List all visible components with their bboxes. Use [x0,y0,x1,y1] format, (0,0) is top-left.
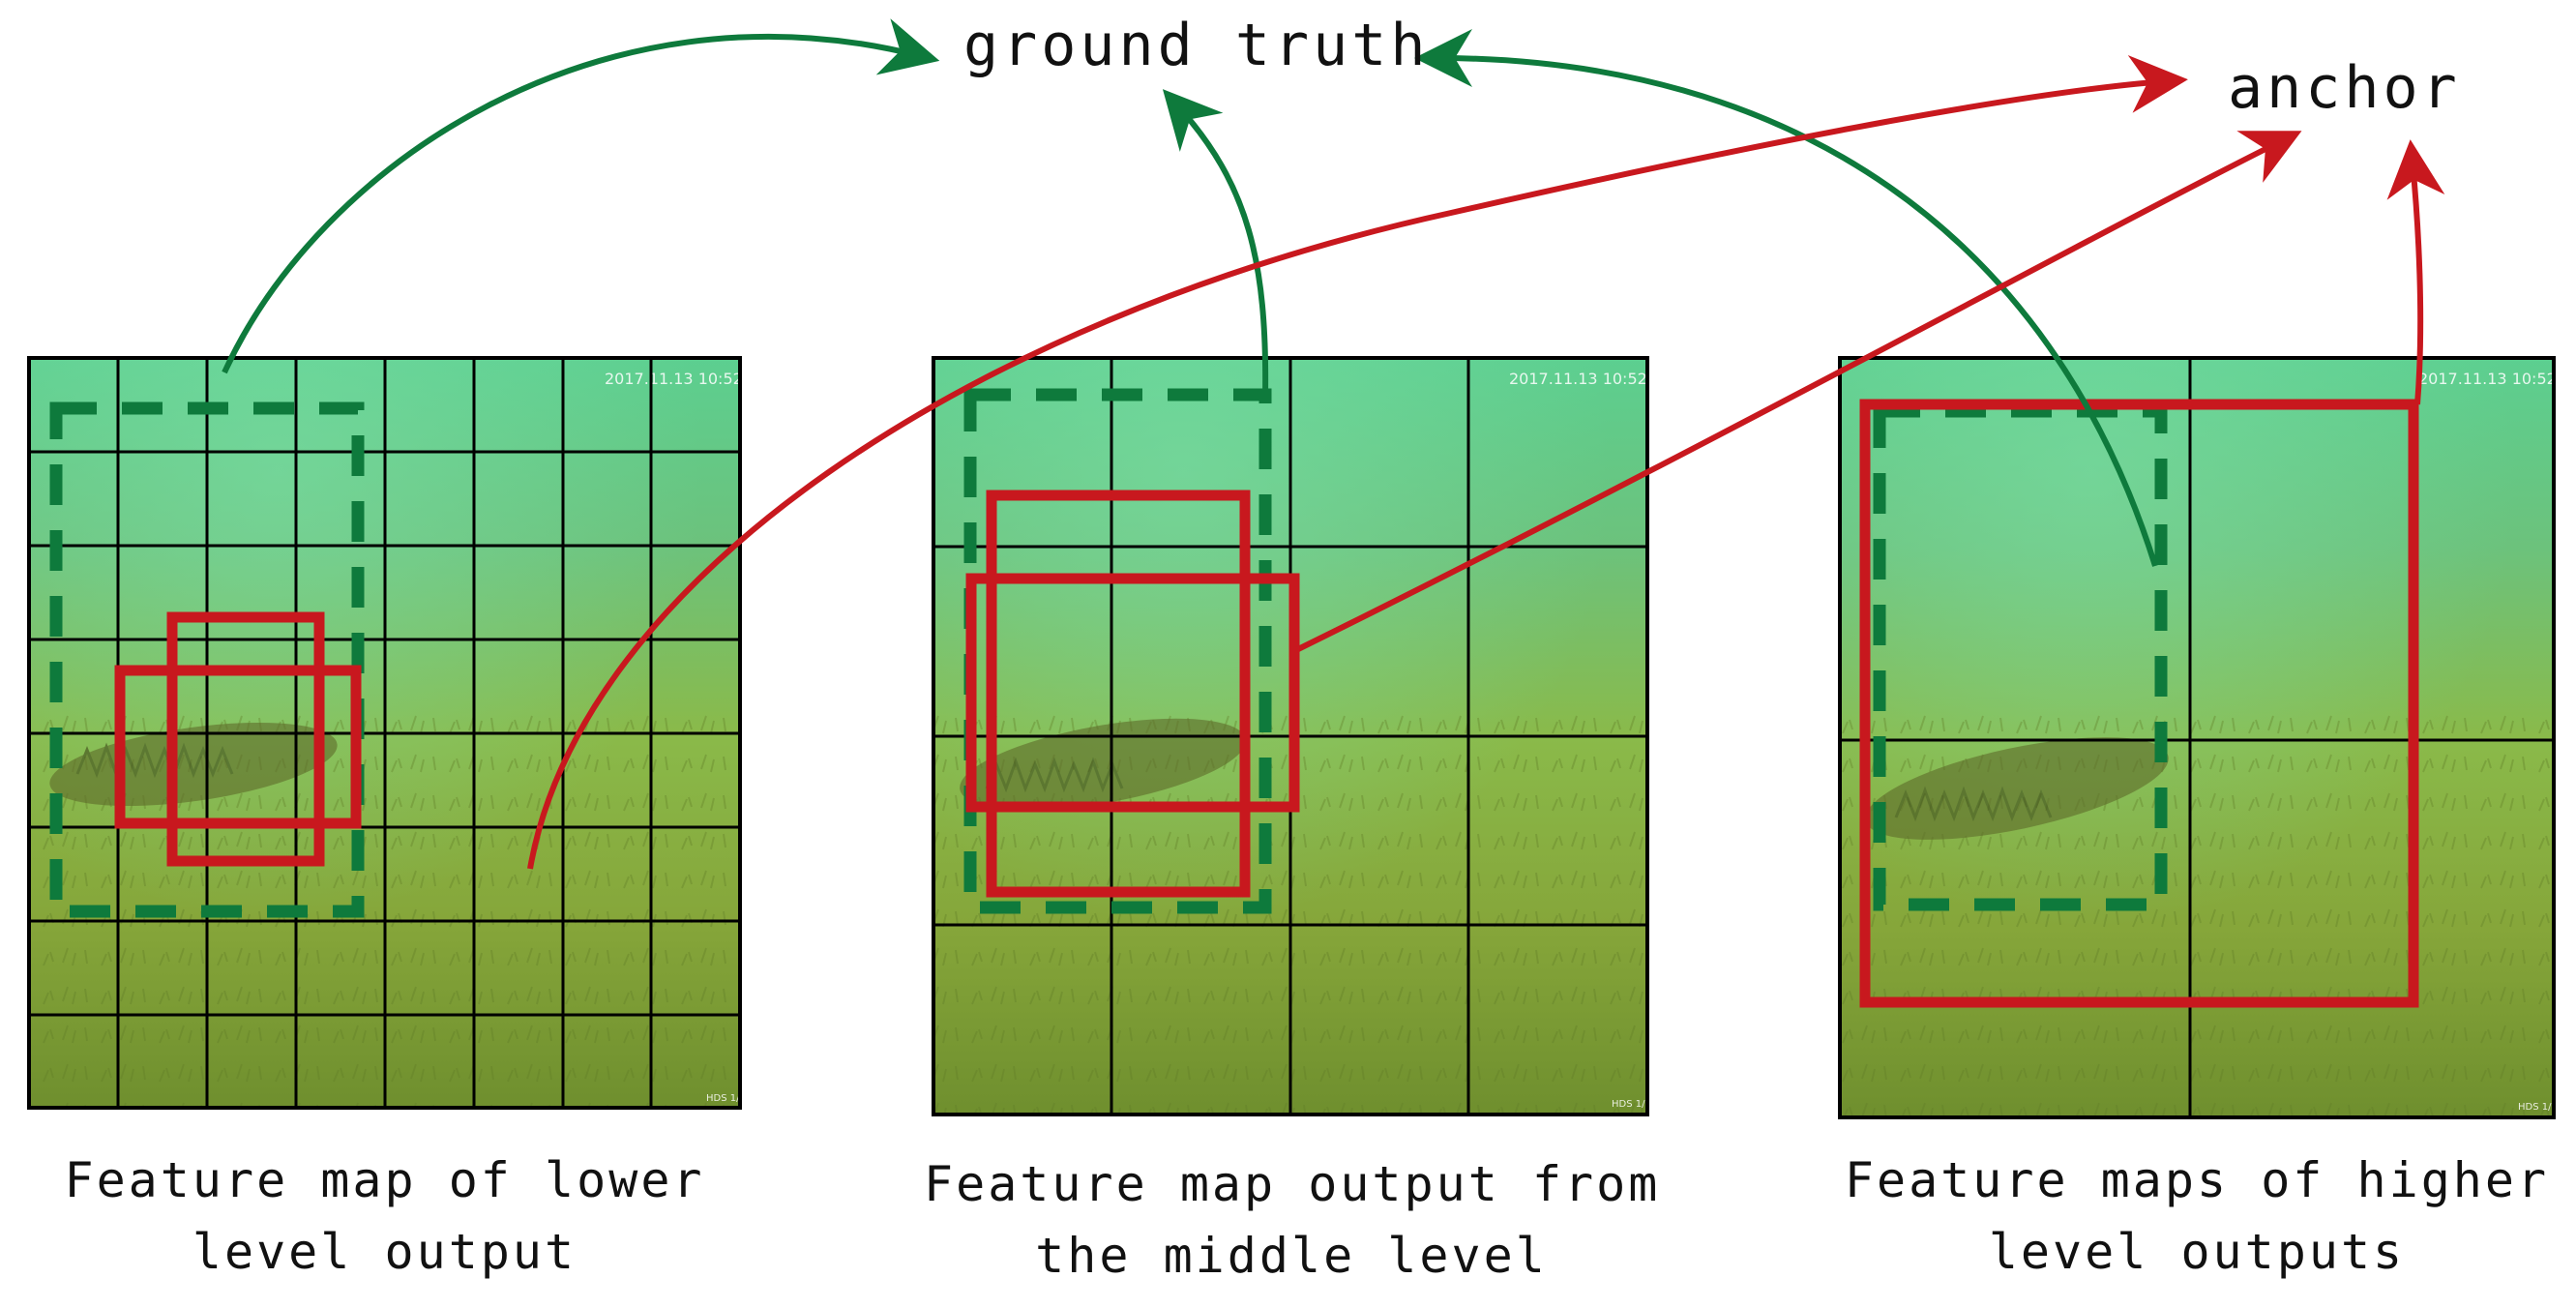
grid-2x2 [1840,358,2554,1117]
sea-cucumber [1865,737,2169,840]
ground-truth-arrows [222,18,2158,567]
panel-border [932,356,1649,1116]
caption-line-2: level output [192,1224,577,1280]
caption-line-1: Feature maps of higher [1844,1152,2550,1208]
caption-middle-level: Feature map output from the middle level [924,1148,1659,1292]
ground-truth-label: ground truth [963,12,1430,79]
watermark-text: HDS 1/1 [1612,1099,1651,1110]
ground-truth-box [49,401,365,918]
caption-lower-level: Feature map of lower level output [29,1144,740,1288]
anchor-box-wide [114,665,362,829]
watermark-text: HDS 1/1 [706,1093,746,1104]
caption-line-2: the middle level [1035,1228,1548,1284]
arrow-lower-to-anchor [527,54,2188,870]
arrow-higher-to-ground-truth [1414,29,2158,567]
ground-truth-box [963,388,1272,914]
anchor-label: anchor [2228,54,2461,122]
arrow-higher-to-anchor [2386,139,2445,405]
anchor-box-tall [986,490,1251,898]
caption-line-1: Feature map output from [924,1156,1661,1212]
ground-truth-box [1873,404,2168,911]
anchor-box-tall [166,611,325,867]
anchor-arrows [527,54,2445,870]
panel-lower-level: 2017.11.13 10:52:56 HDS 1/1 [27,356,768,1110]
caption-higher-level: Feature maps of higher level outputs [1840,1144,2554,1288]
anchor-box [1859,399,2419,1008]
timestamp-text: 2017.11.13 10:52:56 [1509,370,1673,388]
panel-border [1838,356,2556,1119]
arrow-middle-to-ground-truth [1162,89,1269,398]
panel-middle-level: 2017.11.13 10:52:56 HDS 1/1 [932,356,1673,1116]
sea-cucumber [960,718,1246,811]
watermark-text: HDS 1/1 [2518,1102,2558,1113]
timestamp-text: 2017.11.13 10:52:56 [2418,370,2576,388]
caption-line-2: level outputs [1988,1224,2406,1280]
anchor-box-wide [965,573,1300,813]
arrow-middle-to-anchor [1294,131,2302,653]
panel-higher-level: 2017.11.13 10:52:56 HDS 1/1 [1838,356,2576,1119]
panel-border [27,356,742,1110]
timestamp-text: 2017.11.13 10:52:56 [605,370,768,388]
arrow-lower-to-ground-truth [222,18,940,374]
caption-line-1: Feature map of lower [64,1152,705,1208]
